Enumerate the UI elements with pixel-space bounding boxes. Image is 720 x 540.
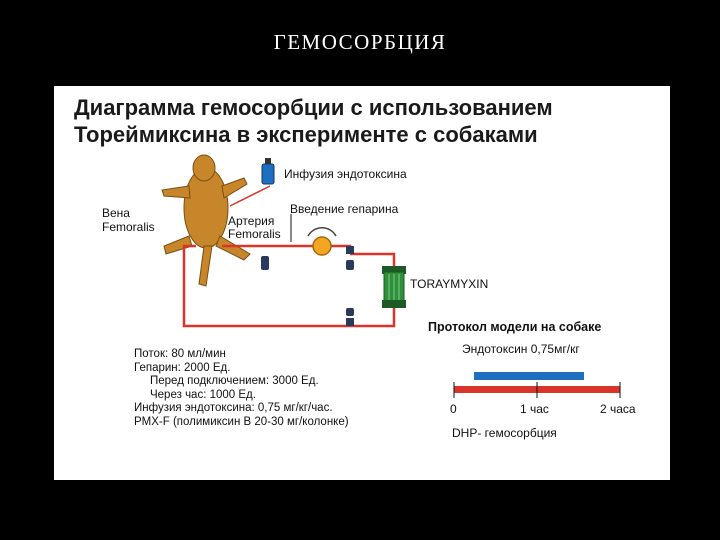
heading-line-2: Тореймиксина в эксперименте с собаками bbox=[74, 122, 538, 147]
circuit-diagram bbox=[161, 154, 621, 398]
parameters-list: Поток: 80 мл/мин Гепарин: 2000 Ед. Перед… bbox=[134, 348, 349, 429]
slide-title: ГЕМОСОРБЦИЯ bbox=[273, 30, 447, 54]
param-pmx: PMX-F (полимиксин В 20-30 мг/колонке) bbox=[134, 415, 349, 428]
param-flow: Поток: 80 мл/мин bbox=[134, 348, 226, 360]
vein-label-1: Вена bbox=[102, 206, 130, 220]
toraymyxin-column-icon bbox=[382, 266, 406, 308]
infusion-label: Инфузия эндотоксина bbox=[284, 167, 407, 181]
tick-label-1: 1 час bbox=[520, 402, 549, 416]
dhp-label: DHP- гемосорбция bbox=[452, 426, 557, 440]
param-before-connection: Перед подключением: 3000 Ед. bbox=[150, 375, 319, 387]
endotoxin-bar bbox=[474, 372, 584, 380]
param-endotoxin-infusion: Инфузия эндотоксина: 0,75 мг/кг/час. bbox=[134, 402, 333, 414]
protocol-timeline bbox=[453, 372, 621, 398]
dog-illustration bbox=[161, 154, 251, 287]
param-after-hour: Через час: 1000 Ед. bbox=[150, 388, 256, 401]
infusion-bottle-icon bbox=[261, 158, 275, 185]
vein-label-2: Femoralis bbox=[102, 220, 155, 234]
pump-icon bbox=[307, 227, 337, 256]
artery-label-1: Артерия bbox=[228, 214, 275, 228]
artery-label-2: Femoralis bbox=[228, 227, 281, 241]
heparin-label: Введение гепарина bbox=[290, 202, 399, 216]
column-label: TORAYMYXIN bbox=[410, 277, 489, 291]
protocol-endotoxin: Эндотоксин 0,75мг/кг bbox=[462, 342, 580, 356]
protocol-title: Протокол модели на собаке bbox=[428, 320, 602, 334]
tick-label-2: 2 часа bbox=[600, 402, 636, 416]
diagram-heading: Диаграмма гемосорбции с использованием Т… bbox=[74, 94, 553, 148]
param-heparin: Гепарин: 2000 Ед. bbox=[134, 361, 231, 374]
heading-line-1: Диаграмма гемосорбции с использованием bbox=[74, 95, 553, 120]
tick-label-0: 0 bbox=[450, 402, 457, 416]
diagram-panel: Диаграмма гемосорбции с использованием Т… bbox=[54, 86, 670, 480]
circuit-tubing bbox=[182, 244, 396, 328]
clamp-icon bbox=[261, 246, 354, 326]
infusion-line bbox=[229, 185, 271, 207]
